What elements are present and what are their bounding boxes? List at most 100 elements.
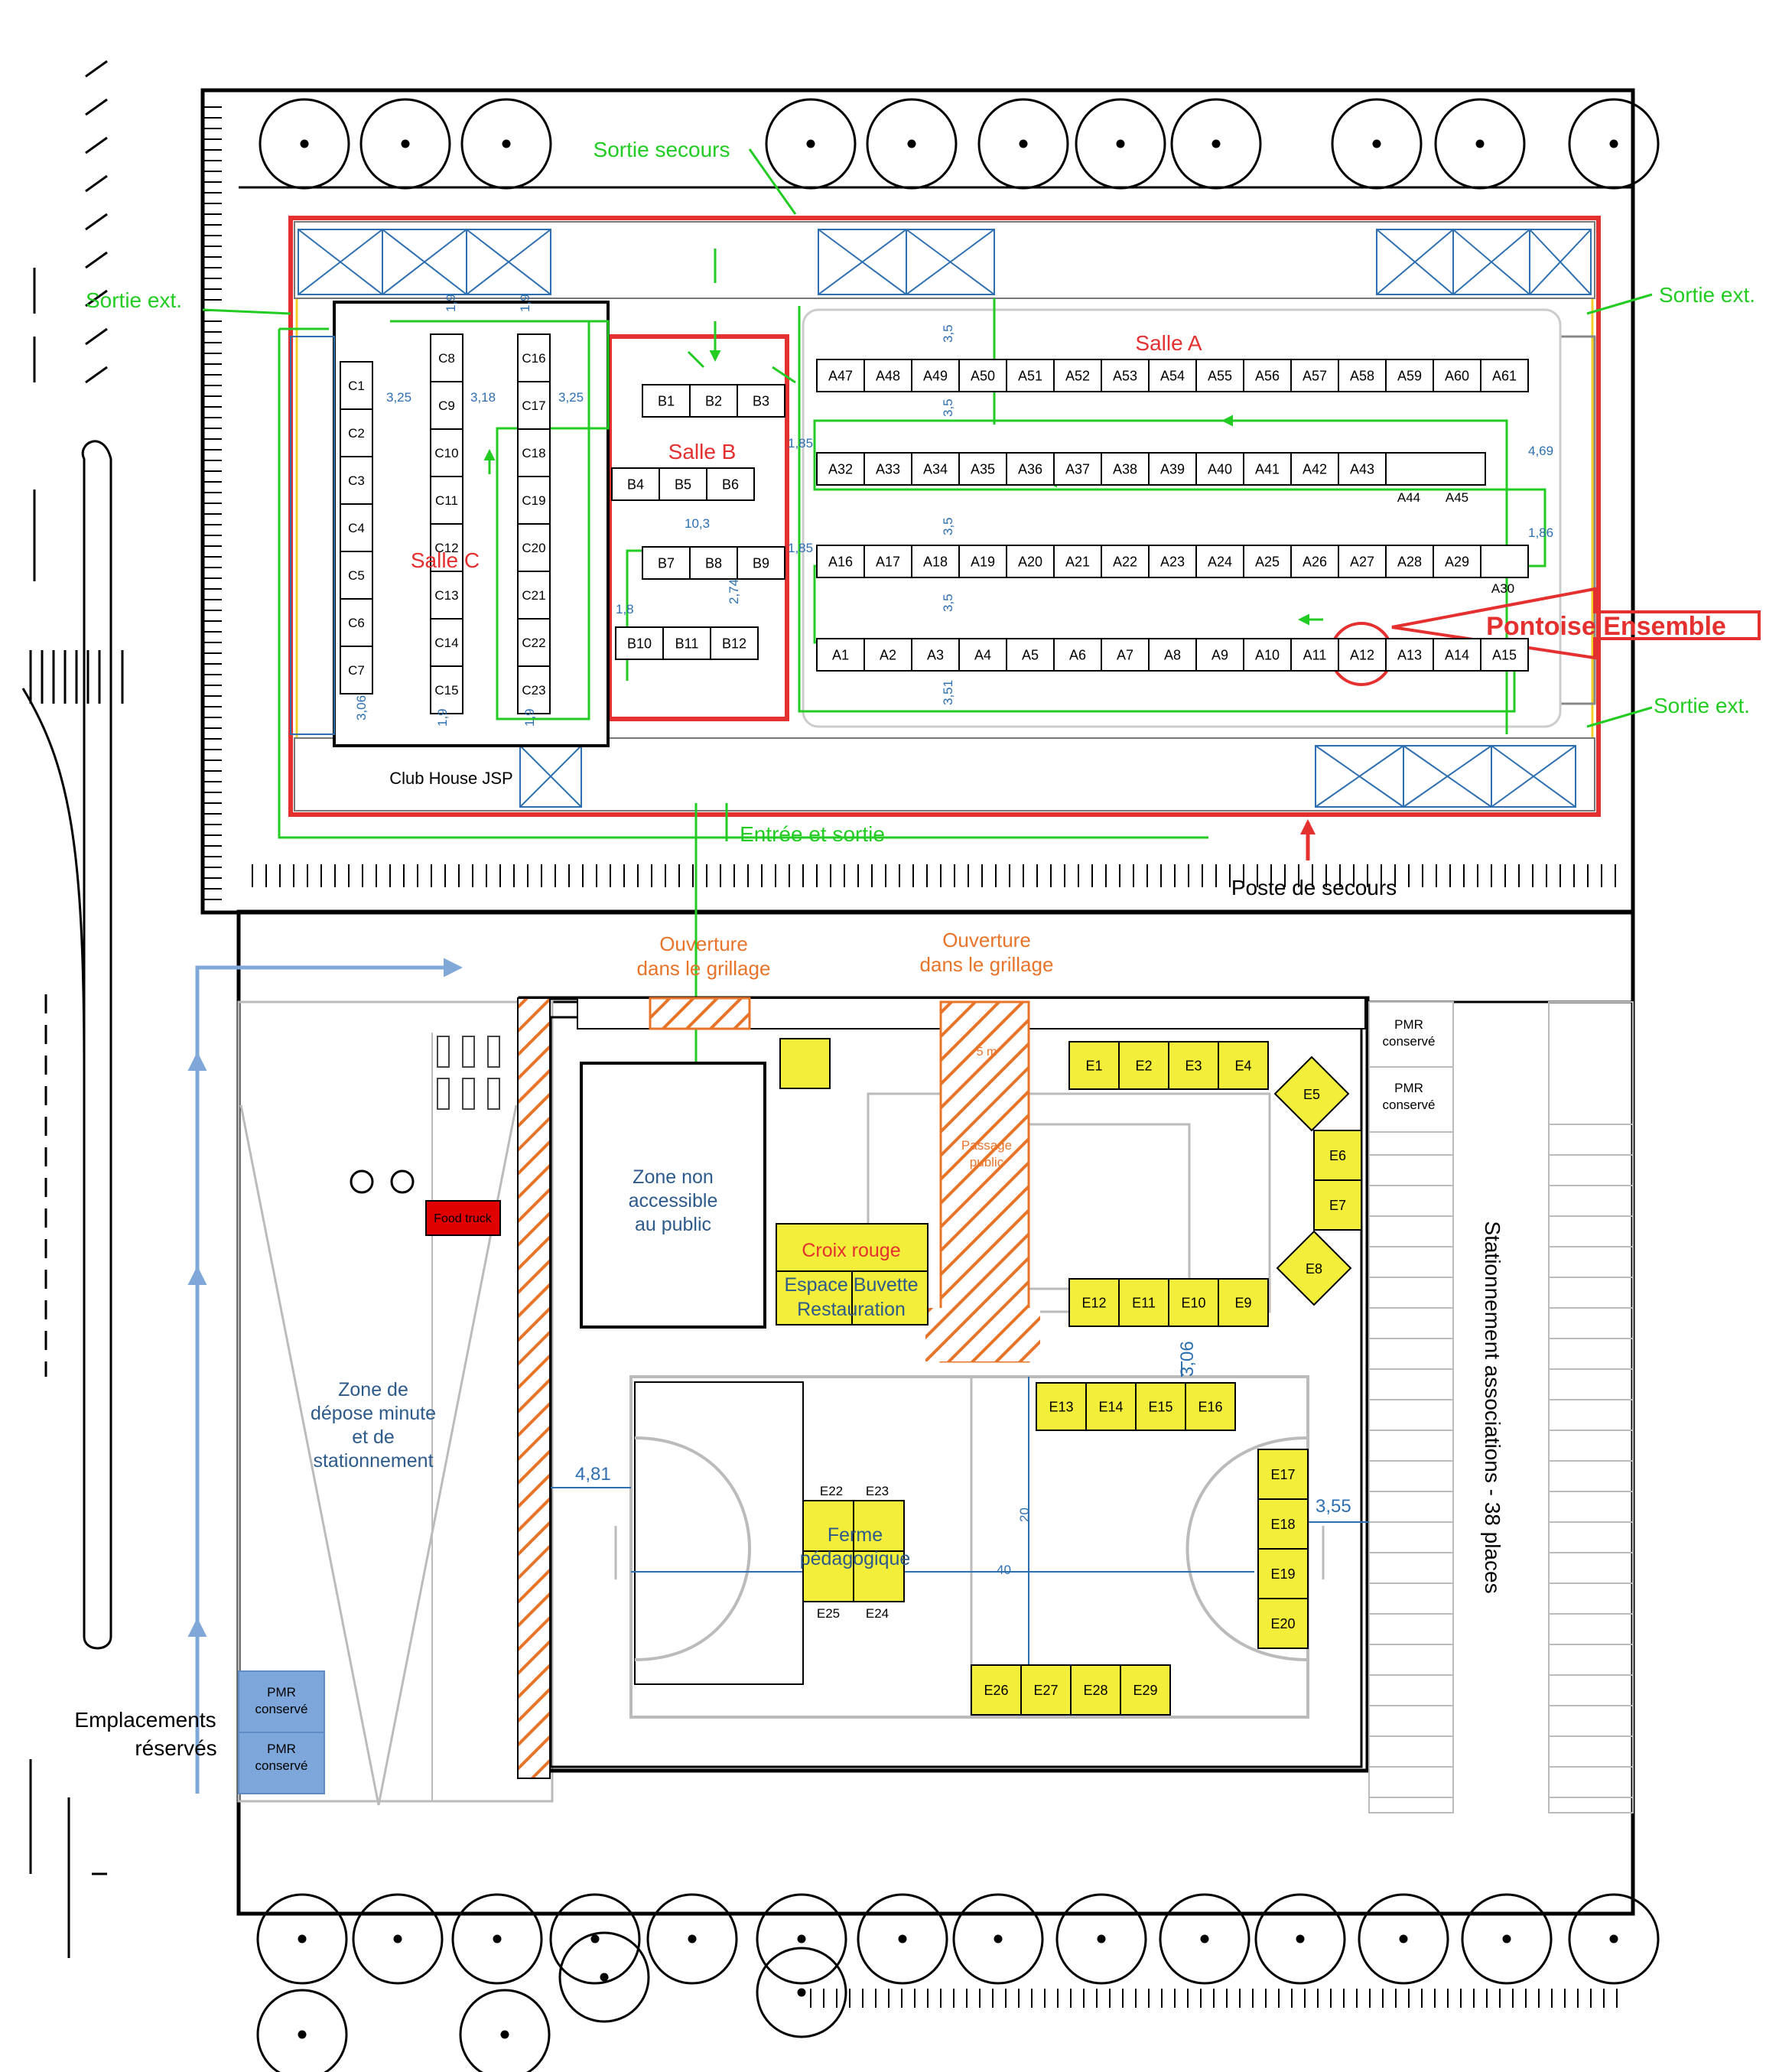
stand-b1[interactable]: B1 <box>642 384 691 418</box>
stand-a9[interactable]: A9 <box>1195 638 1244 672</box>
stand-e12[interactable]: E12 <box>1068 1278 1120 1327</box>
stand-b8[interactable]: B8 <box>689 546 738 580</box>
stand-a19[interactable]: A19 <box>958 545 1007 578</box>
stand-a25[interactable]: A25 <box>1243 545 1292 578</box>
stand-e8[interactable]: E8 <box>1276 1230 1352 1306</box>
stand-c19[interactable]: C19 <box>517 476 551 525</box>
stand-e1[interactable]: E1 <box>1068 1041 1120 1090</box>
stand-[interactable] <box>1385 452 1486 486</box>
stand-a23[interactable]: A23 <box>1148 545 1197 578</box>
stand-c21[interactable]: C21 <box>517 571 551 620</box>
stand-c2[interactable]: C2 <box>340 408 373 457</box>
stand-c23[interactable]: C23 <box>517 665 551 714</box>
stand-a55[interactable]: A55 <box>1195 359 1244 392</box>
stand-c14[interactable]: C14 <box>430 618 463 667</box>
stand-e28[interactable]: E28 <box>1070 1664 1121 1716</box>
stand-e11[interactable]: E11 <box>1118 1278 1169 1327</box>
stand-e29[interactable]: E29 <box>1120 1664 1171 1716</box>
stand-e17[interactable]: E17 <box>1257 1449 1309 1500</box>
stand-a27[interactable]: A27 <box>1338 545 1387 578</box>
stand-a17[interactable]: A17 <box>863 545 912 578</box>
stand-c11[interactable]: C11 <box>430 476 463 525</box>
stand-a39[interactable]: A39 <box>1148 452 1197 486</box>
stand-a40[interactable]: A40 <box>1195 452 1244 486</box>
stand-a12[interactable]: A12 <box>1338 638 1387 672</box>
stand-a53[interactable]: A53 <box>1101 359 1150 392</box>
stand-e6[interactable]: E6 <box>1313 1130 1362 1181</box>
stand-e27[interactable]: E27 <box>1020 1664 1072 1716</box>
stand-e3[interactable]: E3 <box>1168 1041 1219 1090</box>
stand-b5[interactable]: B5 <box>659 467 707 501</box>
stand-a7[interactable]: A7 <box>1101 638 1150 672</box>
stand-c18[interactable]: C18 <box>517 428 551 477</box>
stand-e9[interactable]: E9 <box>1218 1278 1269 1327</box>
stand-a22[interactable]: A22 <box>1101 545 1150 578</box>
stand-a49[interactable]: A49 <box>911 359 960 392</box>
stand-c10[interactable]: C10 <box>430 428 463 477</box>
ferme-block[interactable] <box>802 1500 905 1602</box>
stand-e14[interactable]: E14 <box>1085 1382 1137 1431</box>
stand-c17[interactable]: C17 <box>517 381 551 430</box>
stand-a38[interactable]: A38 <box>1101 452 1150 486</box>
stand-a56[interactable]: A56 <box>1243 359 1292 392</box>
croix-rouge-block[interactable] <box>776 1223 929 1325</box>
stand-e26[interactable]: E26 <box>971 1664 1022 1716</box>
stand-a50[interactable]: A50 <box>958 359 1007 392</box>
stand-a1[interactable]: A1 <box>816 638 865 672</box>
stand-b9[interactable]: B9 <box>737 546 785 580</box>
stand-e5[interactable]: E5 <box>1273 1056 1350 1132</box>
stand-a26[interactable]: A26 <box>1290 545 1339 578</box>
stand-a34[interactable]: A34 <box>911 452 960 486</box>
stand-e15[interactable]: E15 <box>1135 1382 1186 1431</box>
stand-a60[interactable]: A60 <box>1433 359 1481 392</box>
stand-a5[interactable]: A5 <box>1006 638 1055 672</box>
stand-[interactable] <box>1480 545 1529 578</box>
stand-a59[interactable]: A59 <box>1385 359 1434 392</box>
stand-b4[interactable]: B4 <box>611 467 660 501</box>
stand-a43[interactable]: A43 <box>1338 452 1387 486</box>
stand-b3[interactable]: B3 <box>737 384 785 418</box>
stand-a20[interactable]: A20 <box>1006 545 1055 578</box>
stand-a52[interactable]: A52 <box>1053 359 1102 392</box>
stand-a18[interactable]: A18 <box>911 545 960 578</box>
stand-b7[interactable]: B7 <box>642 546 691 580</box>
stand-a10[interactable]: A10 <box>1243 638 1292 672</box>
stand-a37[interactable]: A37 <box>1053 452 1102 486</box>
stand-c9[interactable]: C9 <box>430 381 463 430</box>
stand-c16[interactable]: C16 <box>517 333 551 382</box>
stand-b12[interactable]: B12 <box>710 626 759 660</box>
stand-e18[interactable]: E18 <box>1257 1498 1309 1550</box>
stand-a3[interactable]: A3 <box>911 638 960 672</box>
stand-a32[interactable]: A32 <box>816 452 865 486</box>
stand-c5[interactable]: C5 <box>340 551 373 600</box>
stand-c22[interactable]: C22 <box>517 618 551 667</box>
stand-c3[interactable]: C3 <box>340 456 373 505</box>
stand-a57[interactable]: A57 <box>1290 359 1339 392</box>
stand-a2[interactable]: A2 <box>863 638 912 672</box>
stand-a51[interactable]: A51 <box>1006 359 1055 392</box>
stand-e10[interactable]: E10 <box>1168 1278 1219 1327</box>
stand-a41[interactable]: A41 <box>1243 452 1292 486</box>
stand-c13[interactable]: C13 <box>430 571 463 620</box>
stand-a36[interactable]: A36 <box>1006 452 1055 486</box>
stand-c12[interactable]: C12 <box>430 523 463 572</box>
stand-a61[interactable]: A61 <box>1480 359 1529 392</box>
stand-a16[interactable]: A16 <box>816 545 865 578</box>
stand-a14[interactable]: A14 <box>1433 638 1481 672</box>
stand-a21[interactable]: A21 <box>1053 545 1102 578</box>
stand-a54[interactable]: A54 <box>1148 359 1197 392</box>
stand-a6[interactable]: A6 <box>1053 638 1102 672</box>
stand-c7[interactable]: C7 <box>340 646 373 694</box>
stand-a33[interactable]: A33 <box>863 452 912 486</box>
stand-c6[interactable]: C6 <box>340 598 373 647</box>
stand-a28[interactable]: A28 <box>1385 545 1434 578</box>
stand-e2[interactable]: E2 <box>1118 1041 1169 1090</box>
stand-a58[interactable]: A58 <box>1338 359 1387 392</box>
stand-e20[interactable]: E20 <box>1257 1598 1309 1649</box>
stand-b10[interactable]: B10 <box>615 626 664 660</box>
stand-e7[interactable]: E7 <box>1313 1179 1362 1231</box>
stand-c8[interactable]: C8 <box>430 333 463 382</box>
stand-e4[interactable]: E4 <box>1218 1041 1269 1090</box>
stand-e19[interactable]: E19 <box>1257 1548 1309 1599</box>
stand-b2[interactable]: B2 <box>689 384 738 418</box>
